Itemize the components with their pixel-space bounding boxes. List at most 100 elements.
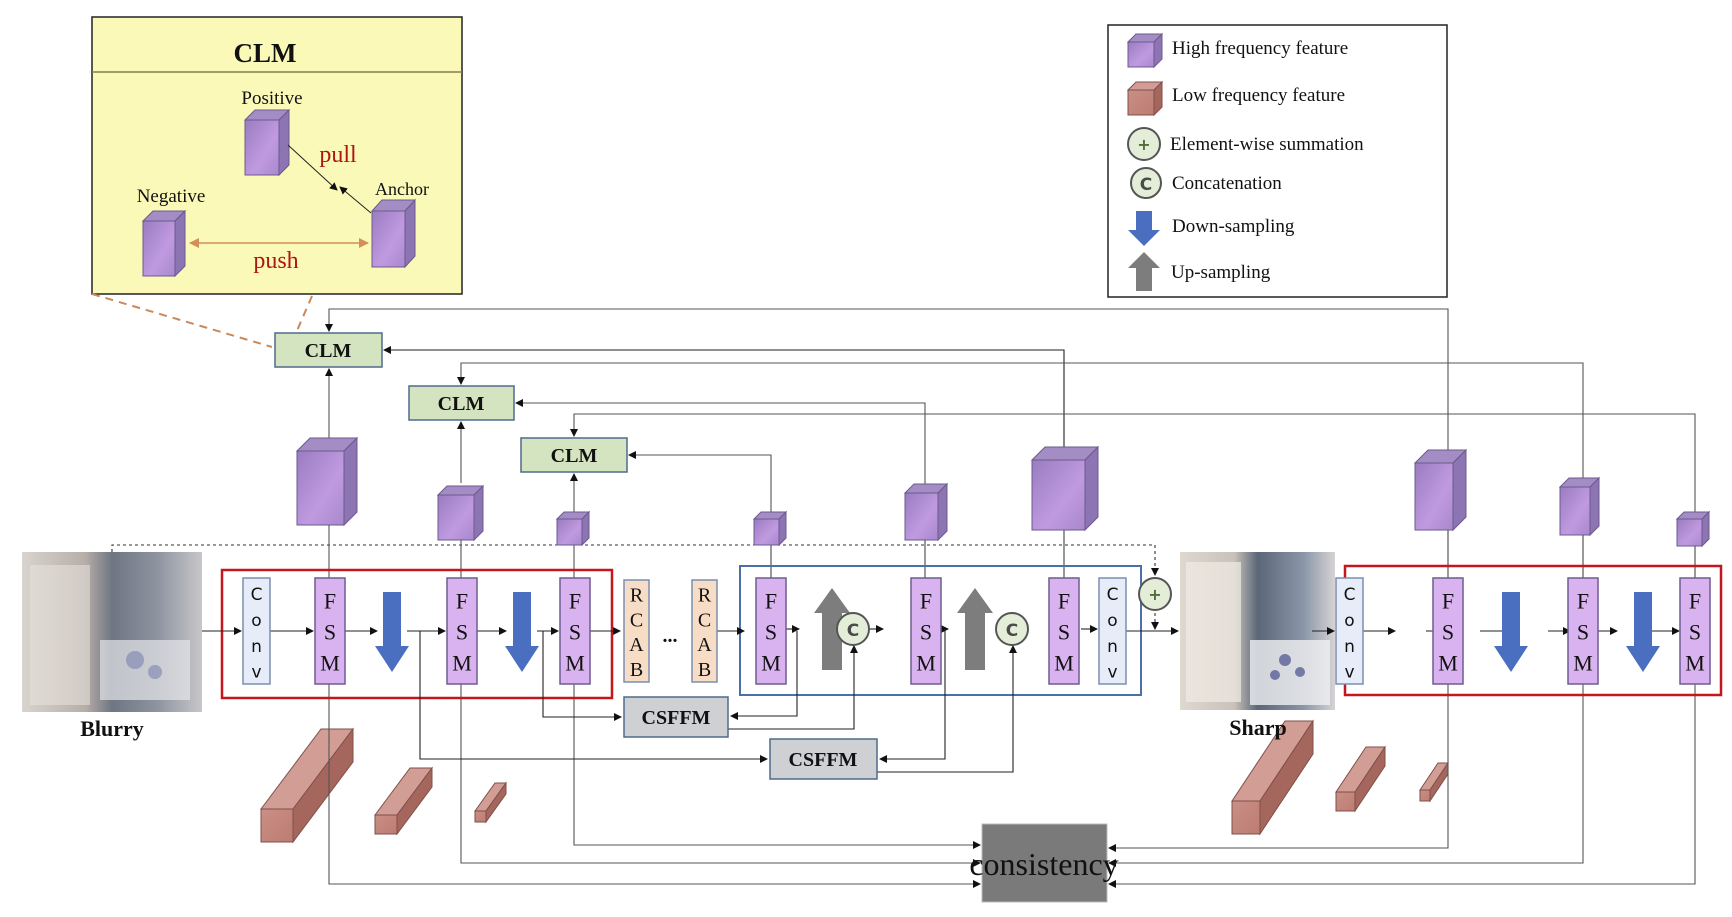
sharp-fsm-1[interactable]: FSM — [1432, 577, 1464, 685]
block-letter: M — [1685, 651, 1705, 676]
block-letter: B — [630, 659, 643, 681]
block-letter: F — [324, 588, 336, 613]
enc-fsm-3[interactable]: FSM — [559, 577, 591, 685]
clm-module-3[interactable]: CLM — [520, 437, 628, 473]
pull-arrow-from-positive — [287, 144, 338, 191]
sharp-fsm-2[interactable]: FSM — [1567, 577, 1599, 685]
negative-feature-cube — [141, 209, 187, 278]
lf-feature-sharp-3 — [1419, 761, 1449, 803]
block-letter: o — [1344, 611, 1354, 631]
block-letter: F — [1689, 588, 1701, 613]
plus-circle-icon: + — [1127, 127, 1161, 161]
block-letter: F — [1442, 588, 1454, 613]
high-frequency-cube-icon — [1126, 32, 1164, 69]
negative-label: Negative — [137, 186, 206, 207]
csffm-module-1[interactable]: CSFFM — [623, 696, 729, 738]
block-letter: A — [697, 634, 712, 656]
svg-text:C: C — [847, 621, 859, 641]
enc-downsample-1 — [375, 592, 409, 672]
block-letter: F — [456, 588, 468, 613]
down-arrow-icon — [1494, 592, 1528, 672]
hf-feature-enc-3 — [555, 510, 591, 547]
clm-inset-panel: CLM Positive Negative Anchor pull push — [91, 16, 463, 295]
block-letter: S — [765, 619, 777, 644]
positive-feature-cube — [243, 108, 291, 177]
sharp-fsm-3[interactable]: FSM — [1679, 577, 1711, 685]
dec-upsample-2 — [957, 588, 993, 670]
hf-feature-dec-3 — [1030, 445, 1100, 532]
positive-label: Positive — [241, 88, 302, 109]
lf-feature-sharp-2 — [1335, 745, 1386, 813]
wire-sharp-fsm2-to-consistency — [1108, 684, 1584, 867]
wire-sharp-fsm1-to-clm1 — [325, 308, 1449, 580]
encoder-group-box — [220, 568, 614, 700]
consistency-loss-box[interactable]: consistency — [969, 823, 1119, 903]
block-letter: C — [630, 609, 643, 631]
dec-fsm-2[interactable]: FSM — [910, 577, 942, 685]
block-letter: M — [320, 651, 340, 676]
down-arrow-icon — [1128, 211, 1160, 246]
svg-text:CLM: CLM — [305, 340, 352, 362]
svg-text:CSFFM: CSFFM — [789, 749, 858, 771]
lf-feature-enc-1 — [260, 727, 354, 844]
hf-feature-dec-2 — [903, 482, 949, 542]
legend-label: Low frequency feature — [1172, 85, 1345, 106]
sharp-downsample-2 — [1626, 592, 1660, 672]
wire-enc-to-csffm2 — [419, 631, 768, 763]
csffm-module-2[interactable]: CSFFM — [769, 738, 878, 780]
block-letter: n — [1107, 637, 1118, 657]
lf-feature-enc-2 — [374, 766, 433, 836]
block-letter: M — [761, 651, 781, 676]
wire-dec-fsm1-to-clm3 — [628, 451, 772, 580]
wire-enc-fsm1-to-consistency — [328, 684, 981, 888]
enc-fsm-1[interactable]: FSM — [314, 577, 346, 685]
svg-text:CLM: CLM — [438, 393, 485, 415]
anchor-label: Anchor — [375, 179, 429, 199]
svg-text:CLM: CLM — [551, 445, 598, 467]
block-letter: n — [1344, 637, 1355, 657]
svg-text:+: + — [1137, 135, 1150, 154]
concatenation-node-2: C — [995, 612, 1029, 646]
block-letter: S — [1577, 619, 1589, 644]
wire-sharp-fsm1-to-consistency — [1108, 684, 1449, 852]
wire-csffm2-to-concat2 — [877, 645, 1017, 773]
block-letter: n — [251, 637, 262, 657]
rcab-ellipsis: ... — [663, 625, 678, 647]
block-letter: B — [698, 659, 711, 681]
block-letter: M — [1438, 651, 1458, 676]
hf-feature-sharp-1 — [1413, 448, 1468, 532]
csffm-wires — [419, 629, 1017, 773]
dec-fsm-3[interactable]: FSM — [1048, 577, 1080, 685]
block-letter: F — [1058, 588, 1070, 613]
svg-text:C: C — [1006, 621, 1018, 641]
up-arrow-icon — [1128, 252, 1160, 291]
block-letter: R — [630, 584, 644, 606]
block-letter: M — [565, 651, 585, 676]
dec-fsm-1[interactable]: FSM — [755, 577, 787, 685]
legend: High frequency feature Low frequency fea… — [1107, 24, 1448, 298]
legend-box — [1107, 24, 1448, 298]
enc-fsm-2[interactable]: FSM — [446, 577, 478, 685]
legend-label: Down-sampling — [1172, 216, 1295, 237]
c-circle-icon: C — [1130, 167, 1162, 199]
up-arrow-icon — [957, 588, 993, 670]
clm-module-1[interactable]: CLM — [274, 332, 383, 368]
hf-feature-dec-1 — [752, 510, 788, 547]
block-letter: F — [765, 588, 777, 613]
block-letter: C — [698, 609, 711, 631]
legend-label: High frequency feature — [1172, 38, 1348, 59]
callout-line-right — [295, 295, 313, 334]
block-letter: M — [452, 651, 472, 676]
enc-downsample-2 — [505, 592, 539, 672]
block-letter: S — [1058, 619, 1070, 644]
block-letter: C — [1107, 585, 1119, 605]
push-label: push — [253, 248, 298, 274]
clm-module-2[interactable]: CLM — [408, 385, 515, 421]
fsm-feature-wires — [328, 525, 1696, 888]
